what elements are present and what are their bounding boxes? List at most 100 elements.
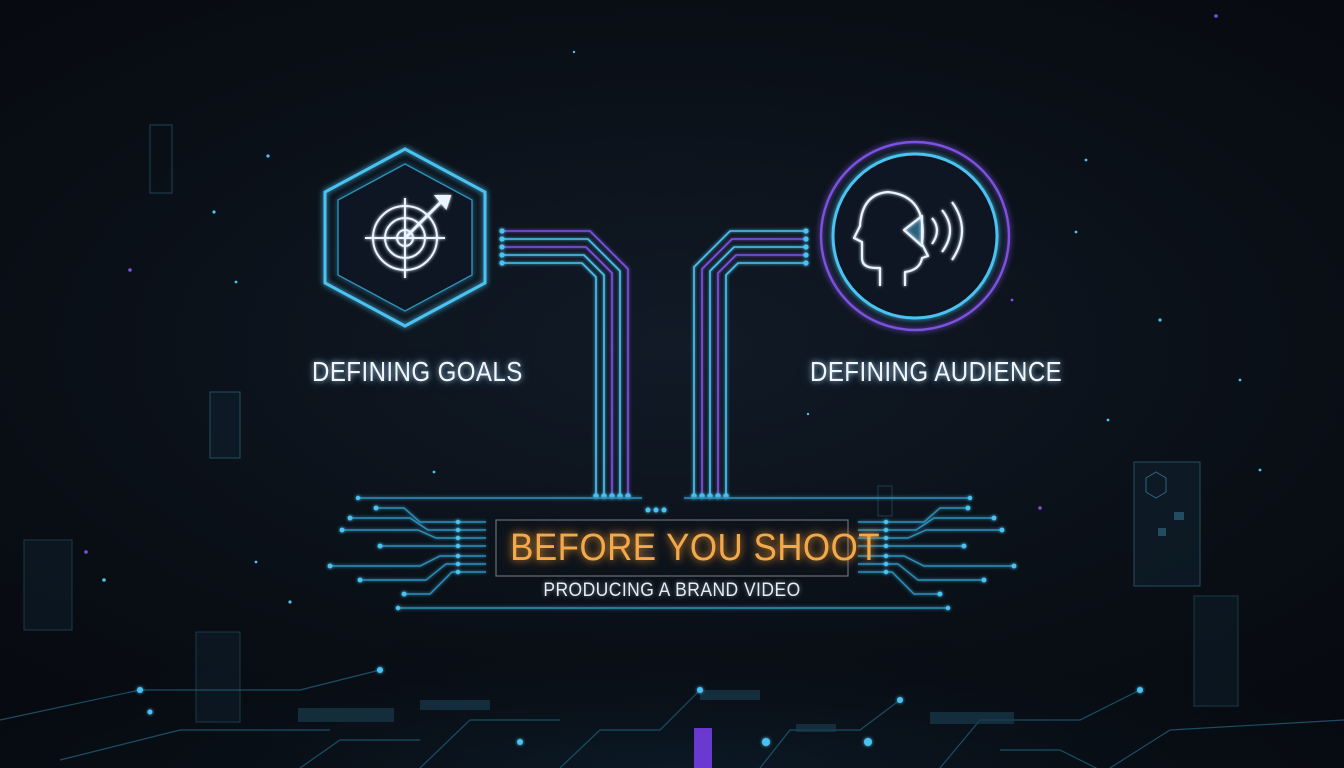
right-trace-4 xyxy=(717,254,806,494)
right-fan-node-1 xyxy=(965,505,971,511)
floor-block-3 xyxy=(700,690,760,700)
particles xyxy=(84,14,1262,604)
particle-9 xyxy=(1238,378,1242,382)
left-fan-pin-1 xyxy=(455,519,461,525)
right-trace-1 xyxy=(693,230,806,494)
right-fan-5 xyxy=(858,555,1014,567)
bg-panel-5 xyxy=(1133,461,1201,587)
floor-trace-4 xyxy=(559,689,701,768)
sound-wave-3 xyxy=(951,201,963,261)
particle-17 xyxy=(572,50,576,54)
right-fan-pin-1 xyxy=(883,519,889,525)
bg-panel-7 xyxy=(877,485,893,517)
left-fan-3 xyxy=(342,529,486,539)
left-trace-5 xyxy=(502,262,597,494)
left-fan-node-5 xyxy=(327,563,333,569)
left-fan-node-4 xyxy=(377,543,383,549)
left-fan-node-7 xyxy=(401,591,407,597)
particle-1 xyxy=(266,154,270,158)
defining-goals-label: DEFINING GOALS xyxy=(312,356,523,387)
right-start-node-1 xyxy=(803,228,809,234)
right-start-node-3 xyxy=(803,244,809,250)
bg-panel-5-bit-a xyxy=(1174,512,1184,520)
left-start-node-1 xyxy=(499,228,505,234)
particle-13 xyxy=(84,550,88,554)
left-fan-6 xyxy=(360,563,486,581)
title-bus-nodes xyxy=(355,495,973,611)
left-start-node-4 xyxy=(499,252,505,258)
right-fan-node-4 xyxy=(961,543,967,549)
bg-panel-6 xyxy=(1193,595,1239,707)
bg-panel-3 xyxy=(23,539,73,631)
floor-node-7 xyxy=(517,739,523,745)
particle-5 xyxy=(1214,14,1218,18)
right-fan-1 xyxy=(858,507,968,523)
right-fan-pin-2 xyxy=(883,527,889,533)
left-fan-7 xyxy=(404,571,486,595)
arrow-fletch xyxy=(433,195,452,211)
floor-node-3 xyxy=(697,687,703,693)
left-trace-3 xyxy=(502,246,613,494)
right-trace-5 xyxy=(725,262,806,494)
particle-15 xyxy=(432,470,436,474)
bg-panel-5-glyph xyxy=(1145,471,1167,499)
left-fan-node-3 xyxy=(339,527,345,533)
title-bus xyxy=(358,497,970,609)
floor-node-5 xyxy=(1137,687,1143,693)
particle-11 xyxy=(1038,506,1042,510)
sound-wave-2 xyxy=(941,209,952,253)
right-fan-7 xyxy=(858,571,940,595)
right-trace-2 xyxy=(701,238,806,494)
floor-trace-1 xyxy=(0,669,381,721)
left-start-node-2 xyxy=(499,236,505,242)
background-panels xyxy=(23,124,1239,723)
circle-outer-purple xyxy=(819,140,1011,332)
right-start-node-4 xyxy=(803,252,809,258)
bus-node-1 xyxy=(645,507,651,513)
left-trace-4 xyxy=(502,254,605,494)
floor-block-4 xyxy=(930,712,1014,724)
left-fan-pin-3 xyxy=(455,535,461,541)
left-fan-nodes xyxy=(327,505,461,597)
left-start-node-3 xyxy=(499,244,505,250)
particle-4 xyxy=(234,280,238,284)
particle-10 xyxy=(1106,418,1110,422)
floor-block-2 xyxy=(420,700,490,710)
particle-19 xyxy=(288,600,292,604)
main-title: BEFORE YOU SHOOT xyxy=(510,527,881,569)
left-start-node-5 xyxy=(499,260,505,266)
left-trace-1 xyxy=(502,230,629,494)
left-circuit-fan xyxy=(330,507,486,595)
floor-trace-7 xyxy=(1109,719,1344,768)
floor-trace-2 xyxy=(59,729,330,761)
bus-node-5 xyxy=(967,495,973,501)
left-fan-node-6 xyxy=(357,577,363,583)
particle-18 xyxy=(806,412,810,416)
bg-panel-5-bit-b xyxy=(1158,528,1166,536)
right-fan-node-3 xyxy=(999,527,1005,533)
right-fan-pin-7 xyxy=(883,569,889,575)
sound-wave-1 xyxy=(931,217,939,245)
particle-12 xyxy=(102,578,106,582)
left-fan-1 xyxy=(376,507,486,523)
floor-node-8 xyxy=(864,738,872,746)
right-fan-pin-5 xyxy=(883,553,889,559)
left-fan-pin-2 xyxy=(455,527,461,533)
particle-14 xyxy=(254,560,258,564)
floor-trace-8 xyxy=(299,739,420,768)
bus-node-2 xyxy=(653,507,659,513)
floor-block-1 xyxy=(298,708,394,722)
floor-trace-9 xyxy=(1000,749,1098,768)
left-fan-5 xyxy=(330,555,486,567)
left-fan-node-2 xyxy=(347,515,353,521)
subtitle: PRODUCING A BRAND VIDEO xyxy=(543,580,801,601)
right-fan-pin-4 xyxy=(883,543,889,549)
left-fan-pin-7 xyxy=(455,569,461,575)
floor-purple-bar xyxy=(694,728,712,768)
floor-node-2 xyxy=(377,667,383,673)
right-connector-nodes xyxy=(691,228,809,499)
right-circuit-fan xyxy=(858,507,1014,595)
right-fan-6 xyxy=(858,563,984,581)
